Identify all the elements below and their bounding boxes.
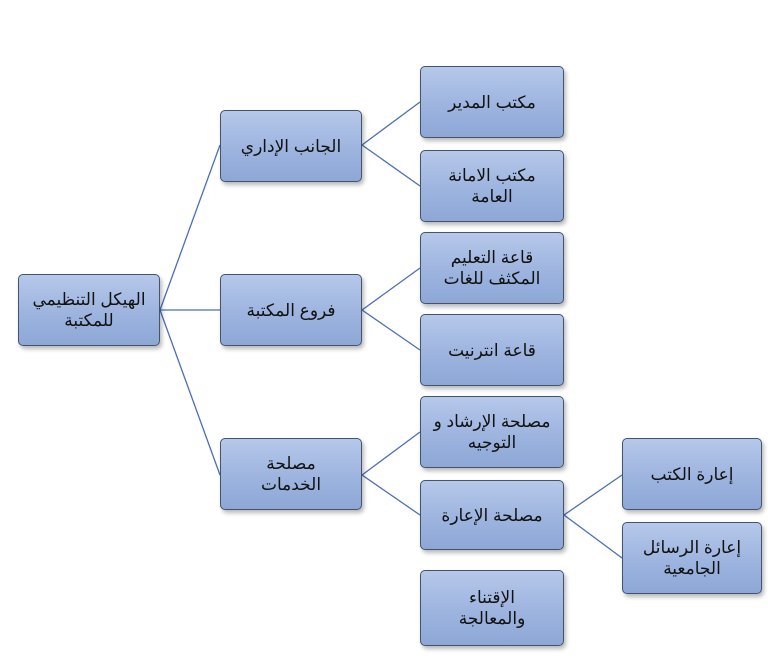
node-language-hall-label: قاعة التعليم المكثف للغات xyxy=(443,248,541,288)
edge-services-lending xyxy=(361,474,421,516)
node-guidance: مصلحة الإرشاد و التوجيه xyxy=(420,396,564,468)
node-lending: مصلحة الإعارة xyxy=(420,480,564,550)
node-thesis-lending: إعارة الرسائل الجامعية xyxy=(622,522,762,594)
node-book-lending-label: إعارة الكتب xyxy=(650,464,734,484)
node-thesis-lending-label: إعارة الرسائل الجامعية xyxy=(642,538,742,578)
node-internet-hall-label: قاعة انترنيت xyxy=(448,340,536,360)
node-guidance-label: مصلحة الإرشاد و التوجيه xyxy=(433,412,551,452)
node-internet-hall: قاعة انترنيت xyxy=(420,314,564,386)
node-acquisition-label: الإقتناء والمعالجة xyxy=(458,588,526,628)
node-secretariat-label: مكتب الامانة العامة xyxy=(448,166,536,206)
edge-admin-director xyxy=(361,101,421,146)
node-branches-label: فروع المكتبة xyxy=(246,300,336,320)
node-language-hall: قاعة التعليم المكثف للغات xyxy=(420,232,564,304)
node-director-office-label: مكتب المدير xyxy=(448,92,536,112)
edge-root-admin xyxy=(159,144,221,311)
node-book-lending: إعارة الكتب xyxy=(622,438,762,510)
node-root: الهيكل التنظيمي للمكتبة xyxy=(18,274,160,346)
node-admin: الجانب الإداري xyxy=(220,110,362,182)
edge-root-services xyxy=(159,309,221,476)
edge-services-guidance xyxy=(361,431,421,476)
node-lending-label: مصلحة الإعارة xyxy=(441,505,543,525)
node-services-label: مصلحة الخدمات xyxy=(260,454,322,494)
edge-lending-books xyxy=(563,474,623,516)
node-services: مصلحة الخدمات xyxy=(220,438,362,510)
edge-branches-language xyxy=(361,267,421,311)
edge-lending-theses xyxy=(563,514,623,559)
node-branches: فروع المكتبة xyxy=(220,274,362,346)
node-root-label: الهيكل التنظيمي للمكتبة xyxy=(32,290,146,330)
node-admin-label: الجانب الإداري xyxy=(240,136,342,156)
edge-branches-internet xyxy=(361,309,421,351)
node-acquisition: الإقتناء والمعالجة xyxy=(420,570,564,646)
node-secretariat: مكتب الامانة العامة xyxy=(420,150,564,222)
node-director-office: مكتب المدير xyxy=(420,66,564,138)
edge-admin-secretariat xyxy=(361,144,421,187)
